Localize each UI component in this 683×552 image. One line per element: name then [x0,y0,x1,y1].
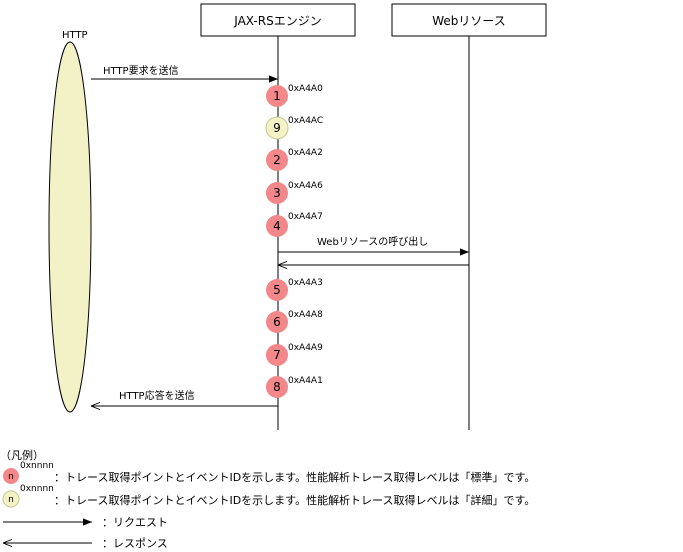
trace-point-number: 5 [273,283,281,297]
trace-point-code: 0xA4A6 [288,181,323,191]
trace-point: 8 0xA4A1 [266,376,323,398]
trace-point-number: 1 [273,89,281,103]
trace-point: 6 0xA4A8 [266,310,323,333]
trace-point: 9 0xA4AC [265,116,323,140]
legend-marker-symbol: n [8,472,14,482]
legend-request-text: ：リクエスト [102,516,168,529]
legend-marker-code: 0xnnnn [20,484,54,494]
lifeline-header-jaxrs [200,3,356,37]
legend-response: ：レスポンス [3,537,168,550]
trace-point-marker [266,85,288,107]
trace-point-marker [266,311,288,333]
legend-standard-text: ：トレース取得ポイントとイベントIDを示します。性能解析トレース取得レベルは「標… [54,470,535,484]
trace-point-number: 7 [273,348,281,362]
lifeline-label-web: Webリソース [432,14,506,28]
trace-point-code: 0xA4A0 [288,84,323,94]
web-call-label: Webリソースの呼び出し [317,235,428,248]
trace-point-marker [266,376,288,398]
legend-response-text: ：レスポンス [102,537,168,550]
actor-label: HTTP [62,30,88,41]
trace-point-number: 9 [273,121,281,135]
trace-point-code: 0xA4AC [288,116,323,126]
trace-point-code: 0xA4A8 [288,310,323,320]
trace-point-number: 3 [273,186,281,200]
trace-point-marker [266,182,288,204]
trace-point-number: 6 [273,315,281,329]
trace-point-code: 0xA4A9 [288,343,323,353]
trace-point: 4 0xA4A7 [266,212,323,237]
trace-point: 1 0xA4A0 [266,84,323,107]
lifeline-header-web [391,3,547,37]
trace-point-marker [266,344,288,366]
legend-standard: n 0xnnnn ：トレース取得ポイントとイベントIDを示します。性能解析トレー… [3,461,535,484]
trace-point-marker [266,149,288,171]
trace-point-marker [265,116,289,140]
legend-marker-code: 0xnnnn [20,461,54,471]
trace-point-number: 4 [273,219,281,233]
trace-point-code: 0xA4A7 [288,212,323,222]
trace-point-number: 2 [273,153,281,167]
trace-point-marker [266,279,288,301]
legend-standard-marker [3,468,19,484]
http-response-label: HTTP応答を送信 [119,389,195,402]
trace-point: 3 0xA4A6 [266,181,323,204]
lifeline-label-jaxrs: JAX-RSエンジン [233,14,321,28]
trace-point-code: 0xA4A3 [288,278,323,288]
trace-point-code: 0xA4A1 [288,376,323,386]
http-actor-ellipse [48,41,92,413]
legend-title: （凡例） [0,448,44,462]
trace-point: 7 0xA4A9 [266,343,323,366]
legend-request: ：リクエスト [3,516,168,529]
trace-point-number: 8 [273,380,281,394]
http-request-label: HTTP要求を送信 [103,64,179,77]
legend-marker-symbol: n [8,495,14,505]
legend-detail-marker [2,490,20,508]
trace-point: 5 0xA4A3 [266,278,323,301]
legend-detail: n 0xnnnn ：トレース取得ポイントとイベントIDを示します。性能解析トレー… [2,484,535,508]
legend-detail-text: ：トレース取得ポイントとイベントIDを示します。性能解析トレース取得レベルは「詳… [54,493,535,507]
trace-point-marker [266,215,288,237]
trace-point: 2 0xA4A2 [266,148,323,171]
trace-point-code: 0xA4A2 [288,148,323,158]
